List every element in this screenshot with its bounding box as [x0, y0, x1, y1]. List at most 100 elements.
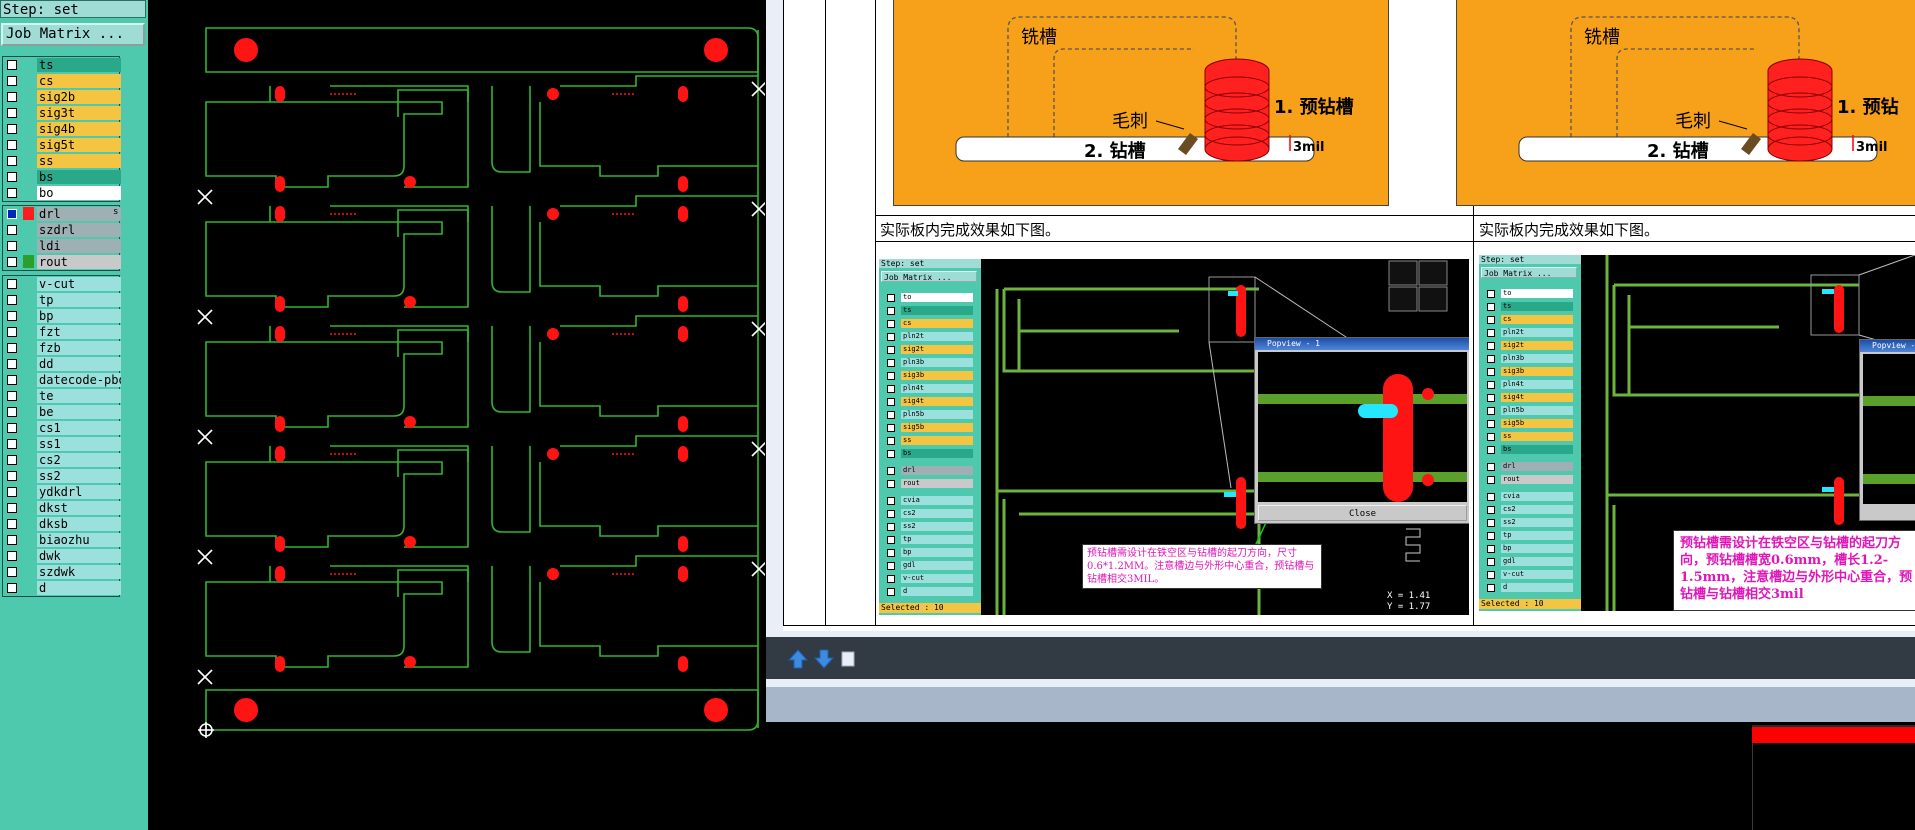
layer-row-fzt[interactable]: fzt [3, 324, 121, 340]
layer-row-cs2[interactable]: cs2 [3, 452, 121, 468]
mini-layer-checkbox [887, 510, 895, 518]
layer-checkbox[interactable] [7, 359, 17, 369]
drill-slot [275, 536, 285, 552]
layer-checkbox[interactable] [7, 583, 17, 593]
popview-right[interactable]: Popview - 1 [1859, 339, 1915, 521]
layer-checkbox[interactable] [7, 503, 17, 513]
layer-row-rout[interactable]: rout [3, 254, 121, 270]
layer-name: v-cut [37, 277, 121, 291]
layer-color-swatch[interactable] [23, 255, 34, 268]
layer-checkbox[interactable] [7, 407, 17, 417]
document-page: 铣槽 毛刺 1. 预钻槽 2. 钻槽 3mil [783, 0, 1915, 631]
page-icon[interactable] [841, 651, 855, 671]
layer-row-ss[interactable]: ss [3, 153, 121, 169]
mini-layer-row: pln3b [901, 358, 973, 367]
layer-row-dwk[interactable]: dwk [3, 548, 121, 564]
layer-row-cs1[interactable]: cs1 [3, 420, 121, 436]
label-predrill-right: 1. 预钻 [1837, 97, 1899, 118]
mini-layer-checkbox [887, 411, 895, 419]
layer-checkbox[interactable] [7, 423, 17, 433]
layer-checkbox[interactable] [7, 92, 17, 102]
layer-row-ydkdrl[interactable]: ydkdrl [3, 484, 121, 500]
board-rail-top [205, 27, 759, 73]
layer-row-dkst[interactable]: dkst [3, 500, 121, 516]
layer-row-be[interactable]: be [3, 404, 121, 420]
layer-checkbox[interactable] [7, 108, 17, 118]
mini-layer-row: pln2t [901, 332, 973, 341]
layer-checkbox[interactable] [7, 519, 17, 529]
mini-layer-checkbox [887, 549, 895, 557]
mini-layer-checkbox [1487, 381, 1495, 389]
layer-checkbox[interactable] [7, 455, 17, 465]
layer-checkbox[interactable] [7, 551, 17, 561]
popview-left[interactable]: Popview - 1 Close [1254, 337, 1469, 524]
layer-checkbox[interactable] [7, 471, 17, 481]
layer-checkbox[interactable] [7, 567, 17, 577]
layer-checkbox[interactable] [7, 535, 17, 545]
layer-row-ss2[interactable]: ss2 [3, 468, 121, 484]
layer-row-datecode-pbo[interactable]: datecode-pbo [3, 372, 121, 388]
layer-name: ts [37, 58, 121, 72]
mini-layer-row: sig2t [1501, 341, 1573, 350]
mini-step-right: Step: set [1479, 255, 1581, 264]
layer-checkbox[interactable] [7, 391, 17, 401]
down-arrow-icon[interactable] [813, 649, 835, 673]
layer-checkbox[interactable] [7, 487, 17, 497]
layer-checkbox[interactable] [7, 279, 17, 289]
layer-row-bo[interactable]: bo [3, 185, 121, 201]
layer-row-bs[interactable]: bs [3, 169, 121, 185]
layer-checkbox[interactable] [7, 172, 17, 182]
layer-row-ts[interactable]: ts [3, 57, 121, 73]
layer-checkbox[interactable] [7, 343, 17, 353]
job-matrix-button[interactable]: Job Matrix ... [1, 23, 145, 46]
layer-row-sig2b[interactable]: sig2b [3, 89, 121, 105]
layer-row-sig4b[interactable]: sig4b [3, 121, 121, 137]
layer-row-fzb[interactable]: fzb [3, 340, 121, 356]
layer-row-tp[interactable]: tp [3, 292, 121, 308]
layer-checkbox[interactable] [7, 156, 17, 166]
layer-name: fzb [37, 341, 121, 355]
layer-row-ss1[interactable]: ss1 [3, 436, 121, 452]
layer-checkbox[interactable] [7, 140, 17, 150]
layer-checkbox[interactable] [7, 124, 17, 134]
layer-row-v-cut[interactable]: v-cut [3, 276, 121, 292]
layer-row-d[interactable]: d [3, 580, 121, 596]
mini-layer-row: bs [1501, 445, 1573, 454]
layer-checkbox[interactable] [7, 327, 17, 337]
layer-checkbox[interactable] [7, 225, 17, 235]
layer-checkbox[interactable] [7, 375, 17, 385]
layer-checkbox[interactable] [7, 257, 17, 267]
layer-row-sig5t[interactable]: sig5t [3, 137, 121, 153]
layer-checkbox[interactable] [7, 60, 17, 70]
layer-checkbox[interactable] [7, 295, 17, 305]
cad-canvas[interactable] [150, 0, 765, 830]
drill-slot [275, 656, 285, 672]
layer-checkbox[interactable] [7, 241, 17, 251]
layer-row-ldi[interactable]: ldi [3, 238, 121, 254]
layer-row-szdrl[interactable]: szdrl [3, 222, 121, 238]
mini-layer-checkbox [887, 346, 895, 354]
layer-row-dksb[interactable]: dksb [3, 516, 121, 532]
layer-checkbox[interactable] [7, 439, 17, 449]
layer-row-biaozhu[interactable]: biaozhu [3, 532, 121, 548]
layer-row-dd[interactable]: dd [3, 356, 121, 372]
layer-row-sig3t[interactable]: sig3t [3, 105, 121, 121]
layer-checkbox[interactable] [7, 209, 17, 219]
layer-row-cs[interactable]: cs [3, 73, 121, 89]
layer-row-te[interactable]: te [3, 388, 121, 404]
mini-layer-checkbox [887, 294, 895, 302]
layer-checkbox[interactable] [7, 76, 17, 86]
popview-close-button[interactable]: Close [1258, 505, 1467, 521]
layer-row-bp[interactable]: bp [3, 308, 121, 324]
up-arrow-icon[interactable] [787, 649, 809, 673]
layer-checkbox[interactable] [7, 188, 17, 198]
mini-layer-checkbox [887, 424, 895, 432]
layer-row-szdwk[interactable]: szdwk [3, 564, 121, 580]
board-slot-left [269, 85, 469, 102]
mini-layer-row: cvia [1501, 492, 1573, 501]
layer-checkbox[interactable] [7, 311, 17, 321]
layer-color-swatch[interactable] [23, 207, 34, 220]
layer-name: bp [37, 309, 121, 323]
